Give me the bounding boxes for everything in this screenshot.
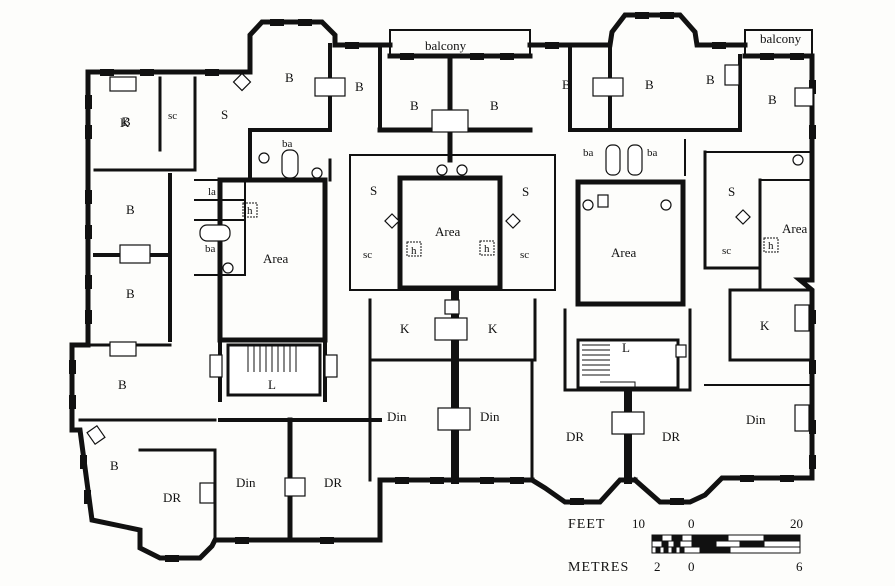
room-label: B <box>645 77 654 92</box>
room-label: S <box>370 183 377 198</box>
stairs <box>226 338 680 397</box>
room-label: L <box>268 377 276 392</box>
scale-feet-tick: 20 <box>790 516 803 531</box>
balcony-label: balcony <box>760 31 802 46</box>
room-label: B <box>562 77 571 92</box>
room-label: sc <box>722 245 731 257</box>
room-label: DR <box>566 429 584 444</box>
room-label: L <box>622 340 630 355</box>
room-label: ba <box>205 243 216 255</box>
scale-bar: FEET 10 0 20 METRES 2 0 6 <box>568 516 803 575</box>
room-label: K <box>120 115 130 130</box>
room-label: Area <box>611 245 636 260</box>
room-label: sc <box>168 110 177 122</box>
room-label: Area <box>263 251 288 266</box>
scale-feet-label: FEET <box>568 517 605 532</box>
room-label: ba <box>647 147 658 159</box>
room-label: K <box>400 321 410 336</box>
room-label: Area <box>435 224 460 239</box>
balcony-labels: balcony balcony <box>425 31 802 53</box>
balcony-label: balcony <box>425 38 467 53</box>
room-label: h <box>247 205 253 217</box>
room-label: S <box>728 184 735 199</box>
scale-metres-tick: 0 <box>688 559 695 574</box>
room-label: K <box>488 321 498 336</box>
room-label: B <box>118 377 127 392</box>
scale-metres-tick: 6 <box>796 559 803 574</box>
room-label: B <box>355 79 364 94</box>
room-label: Din <box>480 409 500 424</box>
room-label: h <box>768 240 774 252</box>
room-label: Din <box>746 412 766 427</box>
room-label: DR <box>324 475 342 490</box>
room-label: S <box>221 107 228 122</box>
room-labels: B B B B B B B B B B B B B K K K K K sc s… <box>110 70 807 505</box>
room-label: DR <box>163 490 181 505</box>
room-label: h <box>411 245 417 257</box>
room-label: B <box>490 98 499 113</box>
room-label: K <box>760 318 770 333</box>
room-label: DR <box>662 429 680 444</box>
scale-feet-tick: 10 <box>632 516 645 531</box>
room-label: B <box>126 286 135 301</box>
room-label: B <box>285 70 294 85</box>
scale-bar-graphic <box>651 534 801 554</box>
room-label: B <box>768 92 777 107</box>
scale-metres-tick: 2 <box>654 559 661 574</box>
room-label: h <box>484 243 490 255</box>
room-label: ba <box>282 138 293 150</box>
room-label: sc <box>363 249 372 261</box>
room-label: B <box>110 458 119 473</box>
heater-boxes <box>242 202 779 257</box>
room-label: Area <box>782 221 807 236</box>
room-label: Din <box>387 409 407 424</box>
room-label: B <box>122 114 131 129</box>
room-label: sc <box>520 249 529 261</box>
room-label: S <box>522 184 529 199</box>
room-label: Din <box>236 475 256 490</box>
scale-metres-label: METRES <box>568 560 629 575</box>
fixtures <box>86 64 814 504</box>
room-label: B <box>126 202 135 217</box>
room-label: B <box>410 98 419 113</box>
interior-walls <box>78 43 814 543</box>
room-label: la <box>208 186 216 198</box>
room-label: ba <box>583 147 594 159</box>
room-label: B <box>706 72 715 87</box>
windows <box>69 12 816 562</box>
scale-feet-tick: 0 <box>688 516 695 531</box>
